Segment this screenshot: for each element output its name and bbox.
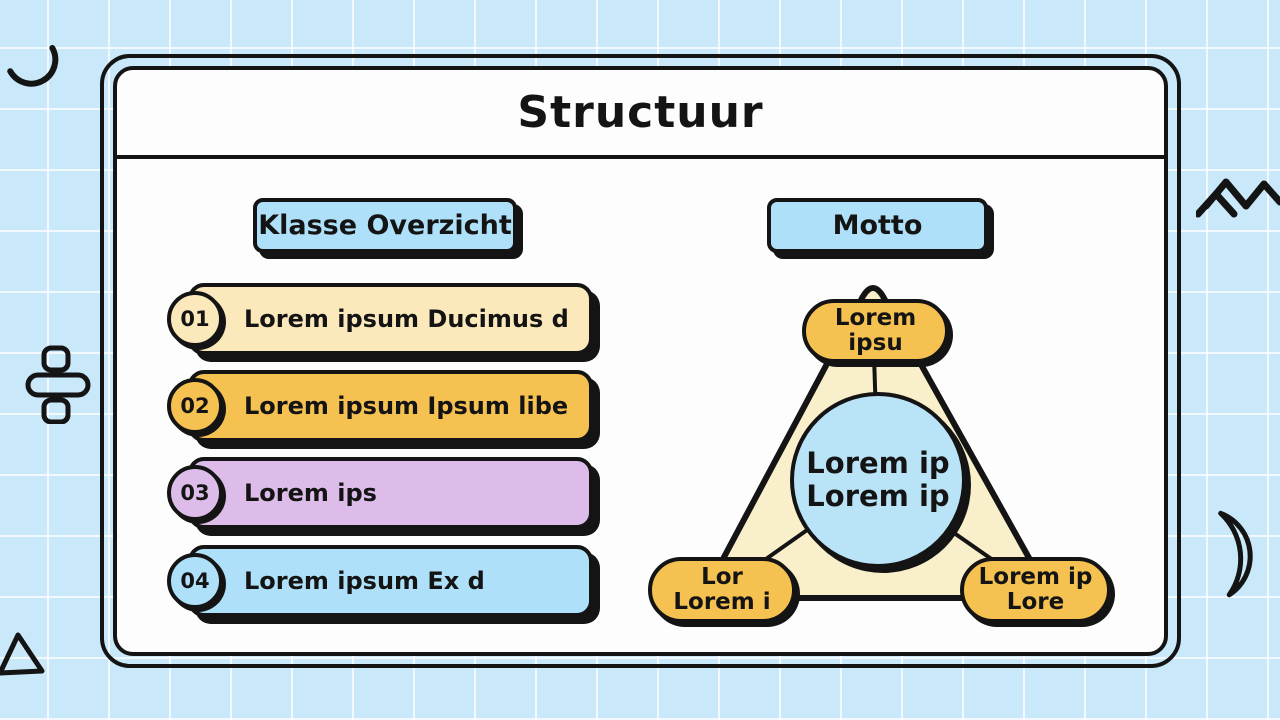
item-number-badge-03: 03 [167, 465, 223, 521]
node-top-line2: ipsu [848, 330, 903, 356]
item-number-badge-02: 02 [167, 378, 223, 434]
diagram-node-right[interactable]: Lorem ip Lore [960, 557, 1111, 623]
triangle-outline-icon [0, 632, 45, 676]
right-panel-header: Motto [767, 198, 988, 253]
right-panel-header-label: Motto [832, 210, 923, 241]
item-number-01: 01 [180, 307, 210, 331]
list-item-03[interactable]: Lorem ips [188, 457, 593, 529]
left-panel-header-label: Klasse Overzicht [258, 210, 512, 241]
center-circle-line1: Lorem ip [806, 445, 950, 480]
item-number-02: 02 [180, 394, 210, 418]
crescent-icon [1218, 510, 1253, 598]
left-panel-header: Klasse Overzicht [253, 198, 517, 253]
card-header: Structuur [117, 70, 1164, 159]
list-item-02[interactable]: Lorem ipsum Ipsum libe [188, 370, 593, 442]
node-right-line1: Lorem ip [978, 563, 1093, 590]
item-number-badge-04: 04 [167, 553, 223, 609]
page-title: Structuur [517, 87, 764, 138]
list-item-01[interactable]: Lorem ipsum Ducimus d [188, 283, 593, 355]
diagram-center-circle[interactable]: Lorem ip Lorem ip [790, 392, 966, 568]
division-sign-icon [25, 345, 91, 424]
card-outer-frame [100, 54, 1181, 668]
list-item-03-text: Lorem ips [244, 479, 377, 507]
list-item-02-text: Lorem ipsum Ipsum libe [244, 392, 569, 420]
item-number-03: 03 [180, 481, 210, 505]
list-item-04[interactable]: Lorem ipsum Ex d [188, 545, 593, 617]
node-right-line2: Lore [1006, 589, 1065, 615]
list-item-01-text: Lorem ipsum Ducimus d [244, 305, 569, 333]
item-number-badge-01: 01 [167, 291, 223, 347]
zigzag-icon [1196, 178, 1280, 218]
node-left-line2: Lorem i [673, 589, 771, 615]
node-left-line1: Lor [701, 563, 743, 590]
center-circle-line2: Lorem ip [806, 479, 950, 513]
item-number-04: 04 [180, 569, 210, 593]
node-top-line1: Lorem [834, 304, 917, 331]
list-item-04-text: Lorem ipsum Ex d [244, 567, 485, 595]
diagram-node-top[interactable]: Lorem ipsu [802, 299, 949, 363]
diagram-node-left[interactable]: Lor Lorem i [648, 557, 796, 623]
swoosh-arc-icon [7, 44, 59, 87]
